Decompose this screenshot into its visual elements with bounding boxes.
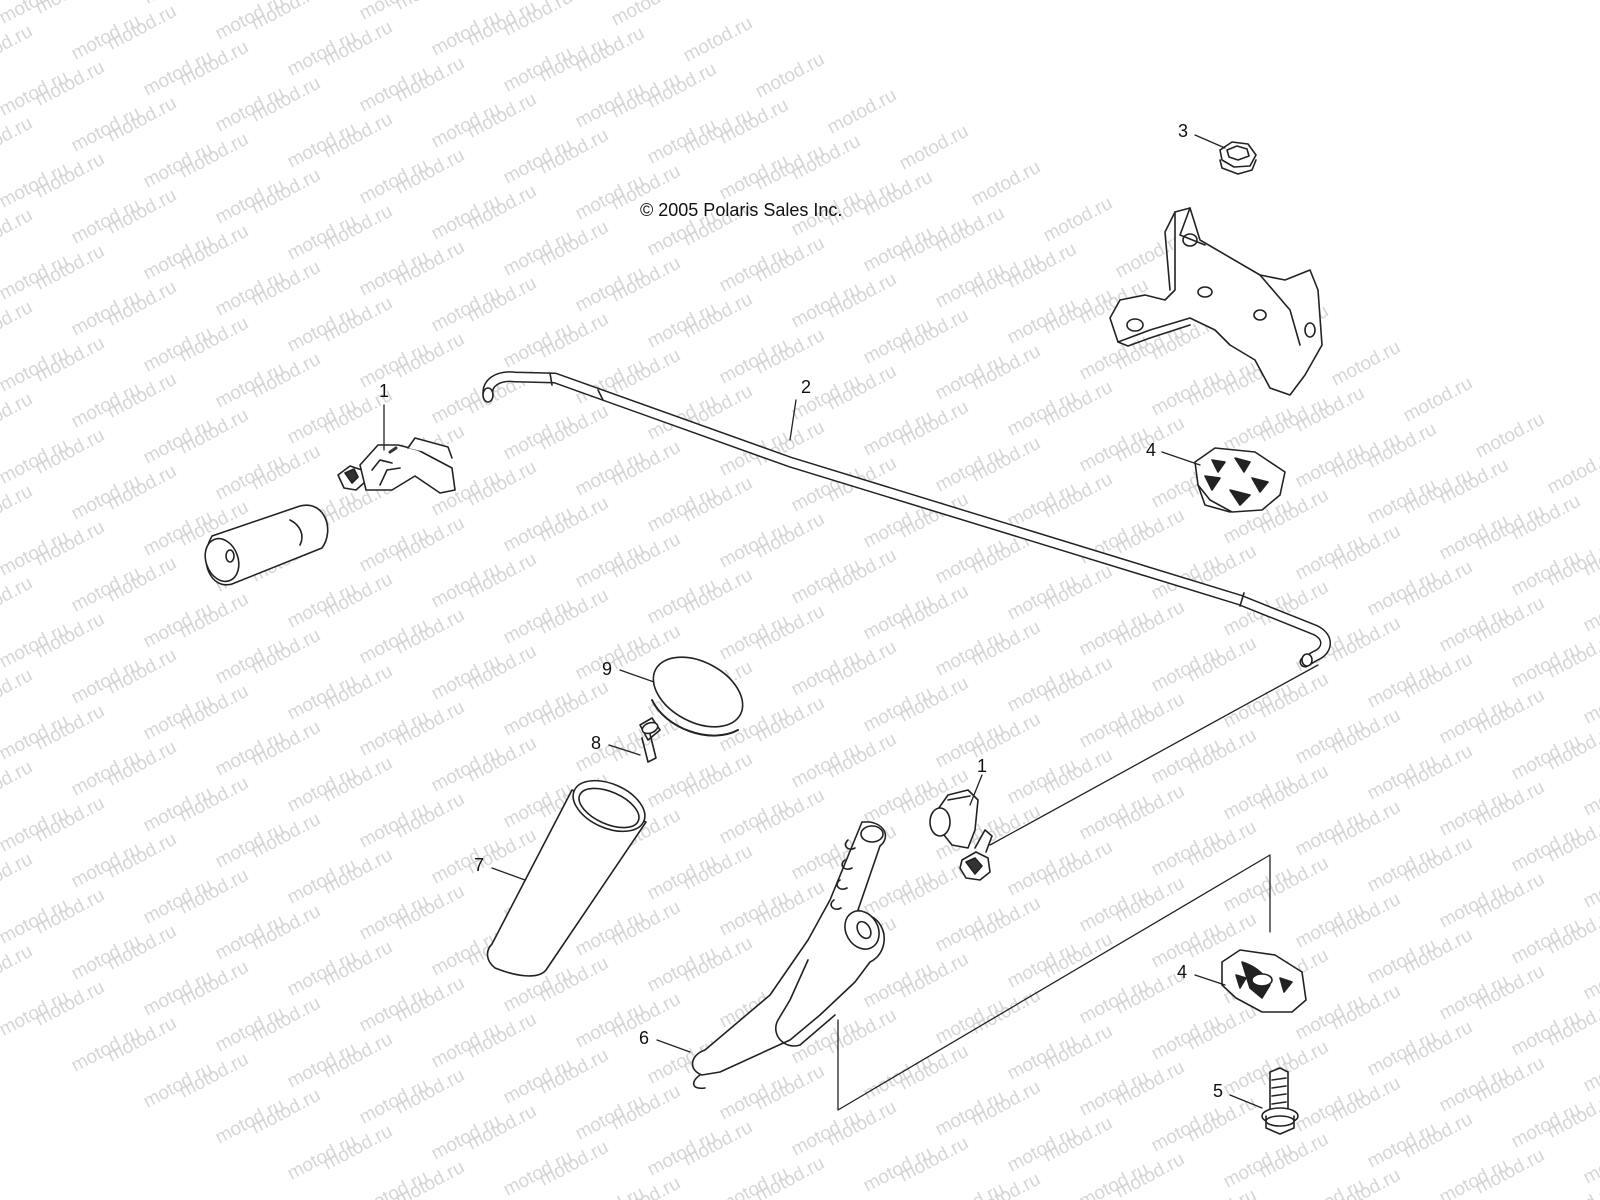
callout-8: 8 [591, 733, 602, 753]
callout-9: 9 [602, 659, 613, 679]
lever-arm [691, 821, 887, 1090]
callout-5: 5 [1213, 1081, 1224, 1101]
mounting-bracket [1109, 207, 1323, 396]
callout-6: 6 [639, 1028, 650, 1048]
callout-3: 3 [1178, 121, 1189, 141]
rubber-sleeve [204, 504, 329, 586]
leader-lines [383, 134, 1319, 1111]
flange-nut [1219, 141, 1257, 175]
callout-1-lower: 1 [977, 756, 988, 776]
callout-1-left: 1 [379, 381, 390, 401]
callout-4-upper: 4 [1146, 440, 1157, 460]
end-link-lower [929, 789, 993, 881]
stabilizer-bar [482, 371, 1331, 668]
small-screw [639, 717, 661, 763]
knob-cap [651, 656, 744, 737]
bar-clamp-lower [1221, 949, 1307, 1013]
end-link-left [337, 437, 456, 494]
copyright-text: © 2005 Polaris Sales Inc. [640, 200, 843, 220]
flange-bolt [1261, 1067, 1299, 1135]
callout-7: 7 [474, 855, 485, 875]
callout-4-lower: 4 [1177, 962, 1188, 982]
cone-boot [486, 779, 647, 977]
bar-clamp-upper [1194, 447, 1286, 513]
callout-2: 2 [801, 377, 812, 397]
